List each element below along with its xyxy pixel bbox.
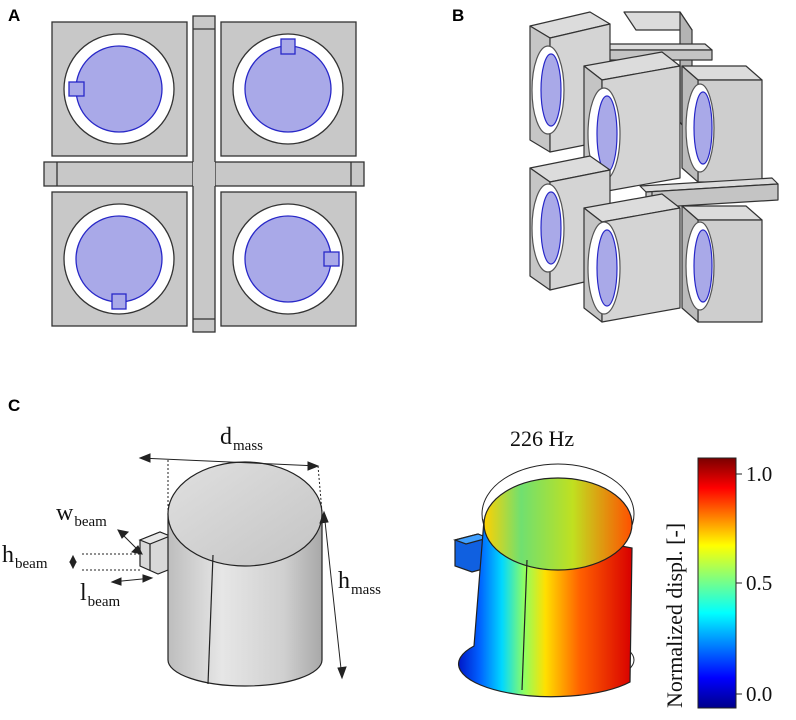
cell-bottom-right: [220, 191, 357, 327]
colorbar-tick-mid: 0.5: [746, 571, 773, 595]
w-beam-dimension: [117, 529, 143, 555]
box-bottom-back-right: [681, 205, 763, 323]
panel-label-a: A: [8, 6, 21, 25]
panel-label-b: B: [452, 6, 465, 25]
cell-top-left: [51, 21, 188, 157]
mode-frequency: 226 Hz: [510, 426, 575, 451]
panel-b-3d-view: [529, 11, 779, 323]
h-mass-dimension: [319, 510, 347, 680]
colorbar-title: Normalized displ. [-]: [662, 522, 687, 708]
cell-bottom-left: [51, 191, 188, 327]
label-d-mass: dmass: [220, 424, 263, 454]
deformed-top: [483, 477, 633, 571]
panel-a-top-view: [43, 15, 365, 333]
label-w-beam: wbeam: [56, 500, 107, 530]
box-bottom-front: [583, 193, 681, 323]
h-beam-dimension: [69, 553, 140, 571]
colorbar-tick-min: 0.0: [746, 682, 773, 706]
colorbar: [697, 457, 737, 709]
panel-c-cylinder-dimensioned: [69, 453, 347, 687]
cylinder-top: [167, 461, 323, 567]
colorbar-tick-max: 1.0: [746, 462, 773, 486]
box-top-back-right: [681, 65, 763, 183]
beam-3d-middle: [639, 177, 779, 209]
panel-label-c: C: [8, 396, 21, 415]
label-l-beam: lbeam: [80, 580, 121, 610]
label-h-beam: hbeam: [2, 542, 48, 572]
l-beam-dimension: [110, 574, 154, 586]
panel-c-mode-shape: [452, 463, 635, 698]
label-h-mass: hmass: [338, 568, 381, 598]
d-mass-dimension: [138, 453, 323, 513]
cell-top-right: [220, 21, 357, 157]
